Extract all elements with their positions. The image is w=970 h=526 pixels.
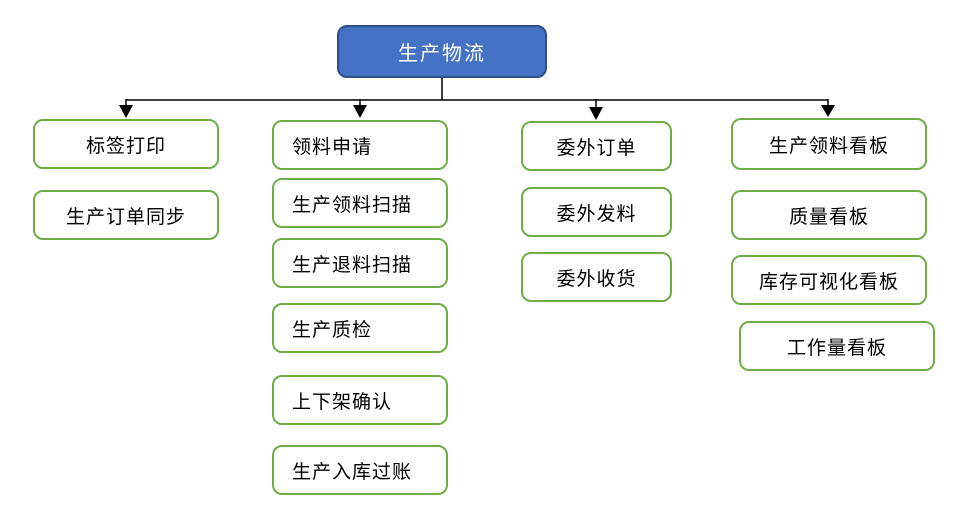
node-label: 委外收货 bbox=[556, 268, 637, 290]
node-shelf-confirmation: 上下架确认 bbox=[272, 375, 448, 425]
node-label: 委外发料 bbox=[556, 203, 637, 225]
node-label: 生产领料看板 bbox=[768, 135, 889, 157]
node-label: 生产质检 bbox=[292, 319, 373, 341]
node-label: 质量看板 bbox=[788, 206, 869, 228]
node-production-picking-kanban: 生产领料看板 bbox=[731, 118, 927, 170]
connector-drop-3 bbox=[589, 99, 603, 120]
node-production-quality-check: 生产质检 bbox=[272, 303, 448, 353]
node-workload-kanban: 工作量看板 bbox=[739, 321, 935, 371]
node-production-warehousing-posting: 生产入库过账 bbox=[272, 445, 448, 495]
node-label: 生产退料扫描 bbox=[292, 254, 413, 276]
node-outsourcing-receiving: 委外收货 bbox=[521, 252, 672, 302]
node-label: 生产入库过账 bbox=[292, 461, 413, 483]
node-label: 委外订单 bbox=[556, 137, 637, 159]
connector-drop-1 bbox=[119, 99, 133, 118]
node-production-order-sync: 生产订单同步 bbox=[33, 190, 219, 240]
node-outsourcing-order: 委外订单 bbox=[521, 121, 672, 171]
node-label: 工作量看板 bbox=[786, 337, 887, 359]
arrowhead-icon bbox=[821, 105, 835, 117]
node-outsourcing-issue: 委外发料 bbox=[521, 187, 672, 237]
node-production-return-scan: 生产退料扫描 bbox=[272, 238, 448, 288]
node-label: 上下架确认 bbox=[292, 391, 393, 413]
arrowhead-icon bbox=[589, 107, 603, 120]
node-label: 标签打印 bbox=[85, 135, 166, 157]
node-inventory-visualization-kanban: 库存可视化看板 bbox=[731, 255, 927, 305]
node-label-printing: 标签打印 bbox=[33, 119, 219, 169]
node-production-logistics: 生产物流 bbox=[337, 25, 547, 78]
node-label: 领料申请 bbox=[292, 136, 373, 158]
node-label: 生产订单同步 bbox=[65, 206, 186, 228]
node-label: 库存可视化看板 bbox=[758, 271, 899, 293]
node-material-request: 领料申请 bbox=[272, 120, 448, 170]
node-label: 生产物流 bbox=[398, 43, 486, 65]
connector-drop-4 bbox=[821, 99, 835, 117]
node-production-picking-scan: 生产领料扫描 bbox=[272, 178, 448, 228]
node-quality-kanban: 质量看板 bbox=[731, 190, 927, 240]
node-label: 生产领料扫描 bbox=[292, 194, 413, 216]
arrowhead-icon bbox=[353, 105, 367, 118]
arrowhead-icon bbox=[119, 105, 133, 118]
connector-drop-2 bbox=[353, 99, 367, 118]
